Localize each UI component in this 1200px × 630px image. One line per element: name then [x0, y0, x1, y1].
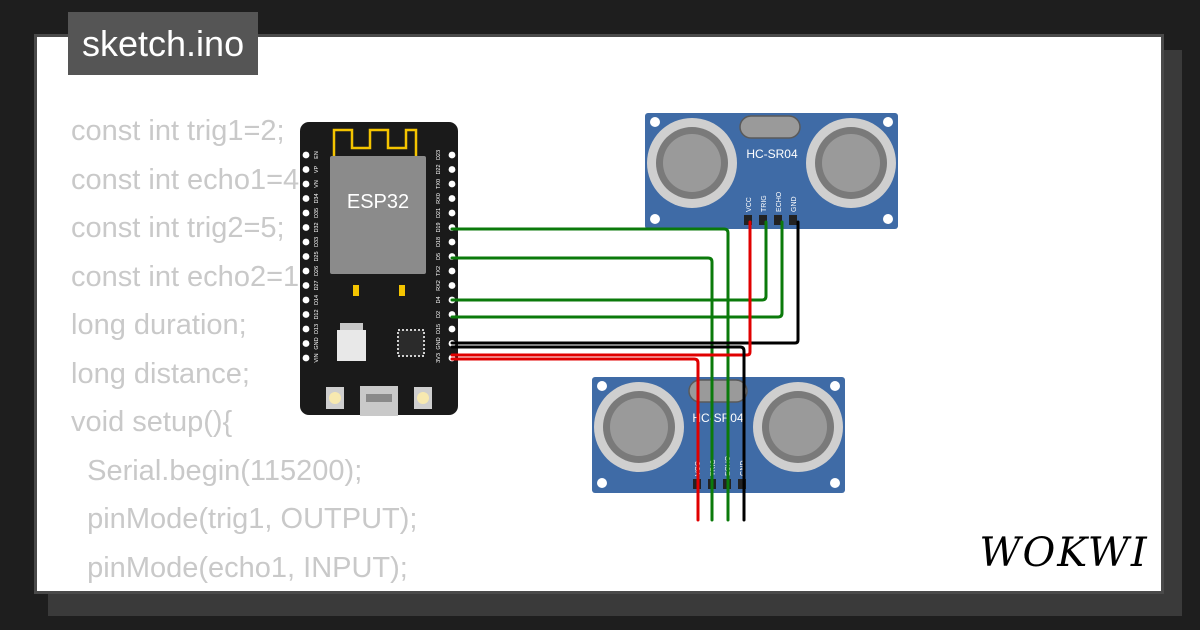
- hc-sr04-top[interactable]: HC-SR04 VCC TRIG ECHO GND: [645, 113, 898, 229]
- wire-echo2: [450, 220, 784, 319]
- pin-hole[interactable]: [448, 151, 456, 159]
- pin-hole[interactable]: [302, 180, 310, 188]
- pin-label: VP: [314, 166, 320, 174]
- code-line: void setup(){: [71, 406, 233, 438]
- sensor-pin-label: VCC: [746, 197, 753, 212]
- pin-label: D26: [314, 266, 320, 276]
- crystal: [688, 379, 748, 403]
- pin-hole[interactable]: [448, 195, 456, 202]
- pin-hole[interactable]: [302, 354, 310, 362]
- pin-label: D35: [314, 208, 320, 218]
- pin-hole[interactable]: [448, 325, 456, 333]
- pin-label: D27: [314, 280, 320, 290]
- pin-label: EN: [314, 151, 320, 159]
- pin-hole[interactable]: [302, 340, 310, 347]
- wire-gnd-top: [450, 220, 800, 345]
- pin-label: D33: [314, 237, 320, 247]
- code-line: pinMode(trig1, OUTPUT);: [71, 503, 418, 535]
- crystal: [739, 115, 801, 139]
- pin-hole[interactable]: [302, 238, 310, 246]
- esp32-module: [330, 156, 426, 274]
- pin-label: D5: [436, 253, 442, 260]
- pin-label: D14: [314, 295, 320, 305]
- pin-hole[interactable]: [448, 209, 456, 217]
- pin-label: D4: [436, 296, 442, 303]
- esp32-label: ESP32: [347, 191, 409, 213]
- pin-hole[interactable]: [302, 209, 310, 217]
- pin-label: D13: [314, 324, 320, 334]
- pin-hole[interactable]: [448, 238, 456, 246]
- voltage-regulator: [337, 330, 366, 361]
- pin-hole[interactable]: [302, 224, 310, 231]
- pin-hole[interactable]: [448, 282, 456, 289]
- pin-hole[interactable]: [302, 195, 310, 202]
- sensor-bottom-label: HC-SR04: [692, 411, 744, 425]
- pin-label: D19: [436, 222, 442, 232]
- pin-hole[interactable]: [448, 166, 456, 173]
- sensor-pin-label: TRIG: [761, 195, 768, 212]
- pin-hole[interactable]: [302, 311, 310, 318]
- pin-hole[interactable]: [302, 267, 310, 275]
- pin-label: D22: [436, 164, 442, 174]
- pin-label: TX2: [436, 266, 442, 276]
- pin-label: VIN: [314, 353, 320, 362]
- sensor-pin-label: ECHO: [776, 191, 783, 212]
- wire-vcc-top: [450, 220, 752, 357]
- code-line: const int trig2=5;: [71, 212, 285, 244]
- pin-label: 3V3: [436, 353, 442, 363]
- pin-label: D15: [436, 324, 442, 334]
- pin-label: RX0: [436, 193, 442, 204]
- pin-label: RX2: [436, 280, 442, 291]
- pin-label: GND: [436, 337, 442, 349]
- pin-hole[interactable]: [448, 267, 456, 275]
- wires: [450, 220, 800, 522]
- pin-label: VN: [314, 180, 320, 188]
- sensor-top-label: HC-SR04: [746, 147, 798, 161]
- antenna-trace: [332, 128, 418, 158]
- wire-trig2: [450, 220, 768, 302]
- code-line: long duration;: [71, 309, 247, 341]
- pin-hole[interactable]: [302, 253, 310, 260]
- pin-label: D12: [314, 309, 320, 319]
- pin-label: D34: [314, 193, 320, 203]
- preview-card: const int trig1=2; const int echo1=4; cons…: [34, 34, 1164, 594]
- pin-label: D23: [436, 150, 442, 160]
- code-line: const int echo1=4;: [71, 163, 308, 196]
- wokwi-logo[interactable]: WOKWI: [978, 528, 1150, 578]
- pin-hole[interactable]: [302, 151, 310, 159]
- code-line: Serial.begin(115200);: [71, 454, 363, 487]
- pin-label: D32: [314, 222, 320, 232]
- sensor-pin-label: GND: [791, 196, 798, 212]
- pin-hole[interactable]: [302, 296, 310, 304]
- usb-chip: [397, 329, 425, 357]
- code-line: long distance;: [71, 357, 250, 390]
- wire-vcc-bottom: [450, 357, 700, 522]
- pin-hole[interactable]: [302, 282, 310, 289]
- esp32-board[interactable]: ESP32 ENVPVND34D35D32D33D25D26D27D14D12D…: [300, 122, 458, 416]
- pin-label: D21: [436, 208, 442, 218]
- pin-label: GND: [314, 337, 320, 349]
- pin-hole[interactable]: [302, 325, 310, 333]
- wire-echo1: [450, 256, 714, 522]
- pin-hole[interactable]: [448, 180, 456, 188]
- code-line: const int trig1=2;: [71, 115, 285, 147]
- wire-gnd-bottom: [450, 345, 746, 522]
- logo-text: WOKWI: [979, 530, 1148, 576]
- wire-trig1: [450, 227, 730, 522]
- code-background: const int trig1=2; const int echo1=4; cons…: [71, 107, 418, 591]
- pin-hole[interactable]: [302, 166, 310, 173]
- pin-label: D25: [314, 251, 320, 261]
- code-line: pinMode(echo1, INPUT);: [71, 551, 408, 584]
- pin-label: D2: [436, 311, 442, 318]
- pin-label: TX0: [436, 179, 442, 189]
- pin-label: D18: [436, 237, 442, 247]
- sketch-title: sketch.ino: [68, 12, 259, 75]
